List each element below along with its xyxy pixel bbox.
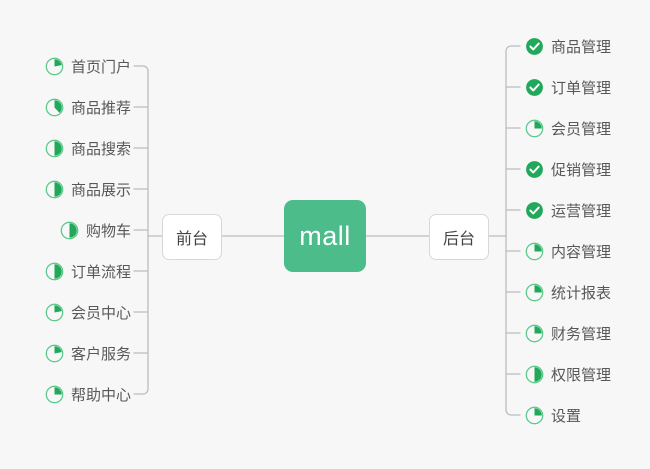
pie-icon [45, 98, 64, 117]
leaf-node-label: 商品展示 [70, 181, 131, 199]
leaf-node-label: 订单管理 [551, 79, 612, 97]
leaf-node-label: 帮助中心 [70, 386, 131, 404]
branch-node-frontend-label: 前台 [175, 231, 208, 248]
check-circle-icon [525, 37, 544, 56]
leaf-node-label: 会员管理 [551, 120, 612, 138]
check-circle-icon [525, 201, 544, 220]
leaf-node-backend-3[interactable]: 会员管理 [525, 116, 611, 140]
leaf-node-backend-1[interactable]: 商品管理 [525, 34, 611, 58]
pie-icon [45, 180, 64, 199]
leaf-node-label: 会员中心 [70, 304, 131, 322]
leaf-node-label: 商品管理 [551, 38, 612, 56]
leaf-node-backend-5[interactable]: 运营管理 [525, 198, 611, 222]
leaf-node-frontend-2[interactable]: 商品推荐 [45, 95, 131, 119]
leaf-node-label: 内容管理 [551, 243, 612, 261]
pie-icon [525, 283, 544, 302]
pie-icon [525, 119, 544, 138]
leaf-node-backend-4[interactable]: 促销管理 [525, 157, 611, 181]
pie-icon [45, 385, 64, 404]
pie-icon [45, 303, 64, 322]
leaf-node-frontend-4[interactable]: 商品展示 [45, 177, 131, 201]
pie-icon [525, 242, 544, 261]
branch-node-backend[interactable]: 后台 [429, 214, 489, 260]
leaf-node-label: 运营管理 [551, 202, 612, 220]
check-circle-icon [525, 78, 544, 97]
leaf-node-label: 促销管理 [551, 161, 612, 179]
leaf-node-backend-7[interactable]: 统计报表 [525, 280, 611, 304]
leaf-node-backend-8[interactable]: 财务管理 [525, 321, 611, 345]
leaf-node-label: 权限管理 [551, 366, 612, 384]
branch-node-frontend[interactable]: 前台 [162, 214, 222, 260]
pie-icon [525, 406, 544, 425]
leaf-node-label: 财务管理 [551, 325, 612, 343]
pie-icon [45, 344, 64, 363]
pie-icon [525, 365, 544, 384]
leaf-node-label: 商品搜索 [70, 140, 131, 158]
leaf-node-backend-2[interactable]: 订单管理 [525, 75, 611, 99]
leaf-node-backend-9[interactable]: 权限管理 [525, 362, 611, 386]
leaf-node-frontend-1[interactable]: 首页门户 [45, 54, 131, 78]
center-node-mall[interactable]: mall [284, 200, 366, 272]
leaf-node-backend-6[interactable]: 内容管理 [525, 239, 611, 263]
leaf-node-label: 客户服务 [70, 345, 131, 363]
pie-icon [45, 57, 64, 76]
leaf-node-label: 统计报表 [551, 284, 612, 302]
leaf-node-frontend-3[interactable]: 商品搜索 [45, 136, 131, 160]
leaf-node-label: 订单流程 [70, 263, 131, 281]
pie-icon [45, 262, 64, 281]
leaf-node-label: 设置 [551, 407, 582, 425]
leaf-node-backend-10[interactable]: 设置 [525, 403, 581, 427]
leaf-node-frontend-7[interactable]: 会员中心 [45, 300, 131, 324]
leaf-node-label: 购物车 [85, 222, 131, 240]
center-node-label: mall [299, 220, 351, 251]
leaf-node-frontend-6[interactable]: 订单流程 [45, 259, 131, 283]
leaf-node-label: 商品推荐 [70, 99, 131, 117]
pie-icon [525, 324, 544, 343]
leaf-node-label: 首页门户 [70, 58, 131, 76]
pie-icon [60, 221, 79, 240]
leaf-node-frontend-9[interactable]: 帮助中心 [45, 382, 131, 406]
leaf-node-frontend-8[interactable]: 客户服务 [45, 341, 131, 365]
branch-node-backend-label: 后台 [442, 231, 475, 248]
leaf-node-frontend-5[interactable]: 购物车 [60, 218, 131, 242]
pie-icon [45, 139, 64, 158]
check-circle-icon [525, 160, 544, 179]
